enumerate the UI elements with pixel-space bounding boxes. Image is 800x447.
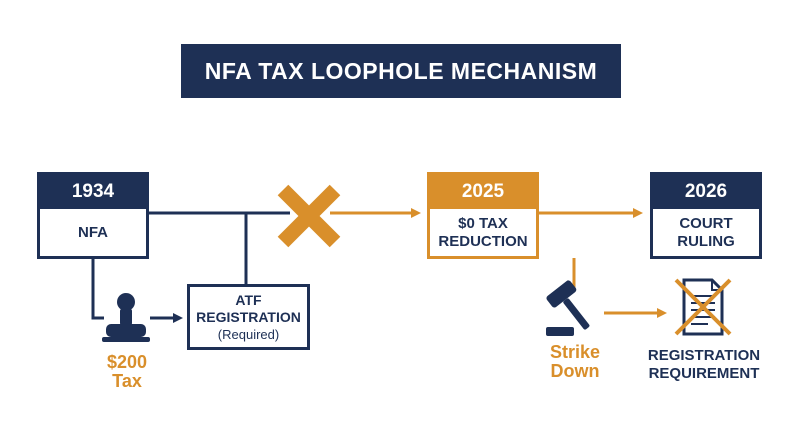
atf-label-line2: REGISTRATION xyxy=(196,308,301,325)
tax-reduction-label-wrap: $0 TAX REDUCTION xyxy=(430,209,536,256)
registration-label-line1: REGISTRATION xyxy=(647,347,761,364)
court-ruling-2026-node: 2026 COURT RULING xyxy=(650,172,762,259)
tax-reduction-label-line2: REDUCTION xyxy=(438,232,528,250)
tax-label-line1: $200 xyxy=(106,352,148,372)
registration-requirement-label: REGISTRATION REQUIREMENT xyxy=(636,347,772,383)
nfa-year: 1934 xyxy=(40,175,146,209)
tax-reduction-2025-node: 2025 $0 TAX REDUCTION xyxy=(427,172,539,259)
atf-label-line3: (Required) xyxy=(217,326,280,342)
court-ruling-label-line2: RULING xyxy=(677,232,735,250)
strike-down-label: Strike Down xyxy=(540,343,610,381)
x-mark-icon xyxy=(277,184,341,248)
tax-label-line2: Tax xyxy=(112,371,142,391)
court-ruling-year: 2026 xyxy=(653,175,759,209)
tax-label: $200 Tax xyxy=(96,353,158,391)
registration-label-line2: REQUIREMENT xyxy=(648,365,760,382)
nfa-label: NFA xyxy=(78,223,108,241)
crossed-document-icon xyxy=(674,278,732,336)
court-ruling-label-wrap: COURT RULING xyxy=(653,209,759,256)
court-ruling-label-line1: COURT xyxy=(679,214,733,232)
tax-reduction-label-line1: $0 TAX xyxy=(458,214,508,232)
atf-label-line1: ATF xyxy=(235,291,262,308)
stamp-icon xyxy=(102,293,150,342)
nfa-to-stamp-line xyxy=(91,258,104,320)
diagram-title: NFA TAX LOOPHOLE MECHANISM xyxy=(181,44,621,98)
strike-label-line1: Strike xyxy=(549,342,601,362)
nfa-label-wrap: NFA xyxy=(40,209,146,256)
tax-reduction-year: 2025 xyxy=(430,175,536,209)
gavel-icon xyxy=(546,280,590,336)
strike-label-line2: Down xyxy=(550,361,600,381)
nfa-1934-node: 1934 NFA xyxy=(37,172,149,259)
atf-registration-node: ATF REGISTRATION (Required) xyxy=(187,284,310,350)
